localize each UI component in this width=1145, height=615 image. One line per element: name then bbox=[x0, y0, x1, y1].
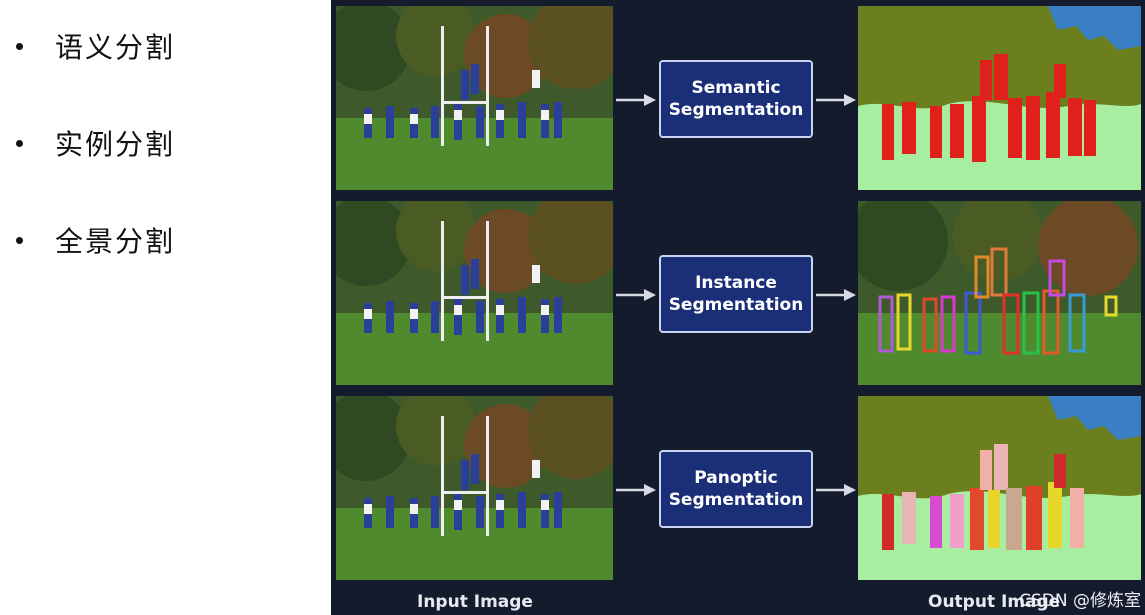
bullet-dot-icon bbox=[16, 236, 23, 244]
arrow-right-icon bbox=[816, 484, 856, 496]
arrow-right-icon bbox=[816, 289, 856, 301]
row-panoptic: Panoptic Segmentation bbox=[331, 390, 1145, 585]
bullet-list: 语义分割 实例分割 全景分割 bbox=[0, 0, 320, 615]
box-line2: Segmentation bbox=[668, 295, 804, 315]
bullet-item-panoptic: 全景分割 bbox=[16, 220, 175, 260]
output-panoptic bbox=[858, 396, 1141, 580]
arrow-right-icon bbox=[816, 94, 856, 106]
input-photo bbox=[336, 6, 613, 190]
output-instance bbox=[858, 201, 1141, 385]
arrow-right-icon bbox=[616, 484, 656, 496]
arrow-right-icon bbox=[616, 289, 656, 301]
watermark: CSDN @修炼室 bbox=[1019, 591, 1141, 611]
bullet-label: 全景分割 bbox=[55, 225, 176, 258]
output-semantic bbox=[858, 6, 1141, 190]
box-line2: Segmentation bbox=[668, 100, 804, 120]
row-semantic: Semantic Segmentation bbox=[331, 0, 1145, 195]
output-image-label: Output Image bbox=[928, 592, 1061, 612]
bullet-item-semantic: 语义分割 bbox=[16, 26, 175, 66]
bullet-item-instance: 实例分割 bbox=[16, 123, 175, 163]
input-image-label: Input Image bbox=[417, 592, 533, 612]
bullet-dot-icon bbox=[16, 139, 23, 147]
box-line2: Segmentation bbox=[668, 490, 804, 510]
process-box-instance: Instance Segmentation bbox=[659, 255, 813, 333]
input-photo bbox=[336, 396, 613, 580]
bullet-dot-icon bbox=[16, 42, 23, 50]
arrow-right-icon bbox=[616, 94, 656, 106]
process-box-semantic: Semantic Segmentation bbox=[659, 60, 813, 138]
box-line1: Panoptic bbox=[694, 468, 778, 488]
box-line1: Instance bbox=[695, 273, 777, 293]
bullet-label: 实例分割 bbox=[55, 128, 176, 161]
segmentation-diagram: Semantic Segmentation bbox=[331, 0, 1145, 615]
input-photo bbox=[336, 201, 613, 385]
process-box-panoptic: Panoptic Segmentation bbox=[659, 450, 813, 528]
bullet-label: 语义分割 bbox=[55, 31, 176, 64]
box-line1: Semantic bbox=[691, 78, 781, 98]
row-instance: Instance Segmentation bbox=[331, 195, 1145, 390]
